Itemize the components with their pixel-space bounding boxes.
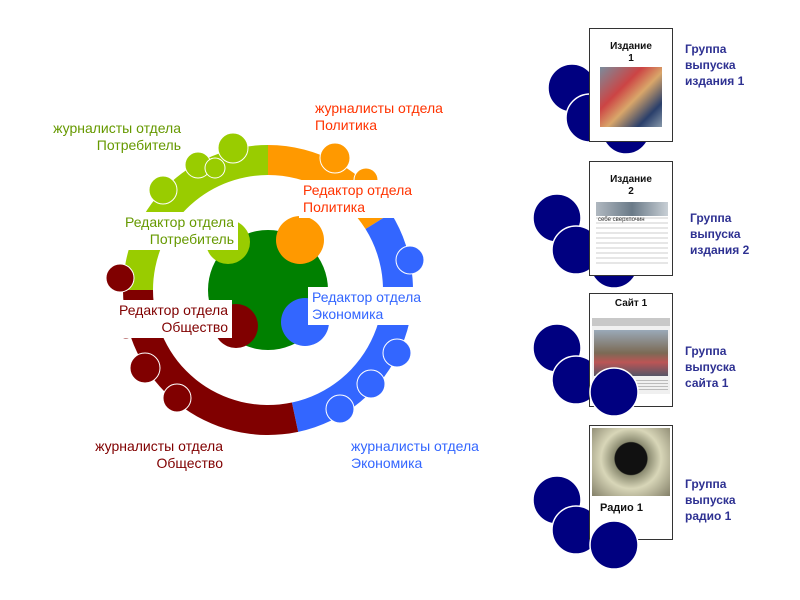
journalist-circle [204, 157, 226, 179]
label-editor-obshchestvo: Редактор отдела Общество [90, 300, 232, 338]
journalist-circle [395, 245, 425, 275]
journalist-circle [105, 263, 135, 293]
website-screenshot [592, 318, 670, 394]
journalist-circle [162, 383, 192, 413]
card-title: Сайт 1 [614, 298, 648, 309]
journalist-circle [148, 175, 178, 205]
journalist-circle [382, 338, 412, 368]
microphone-photo [592, 428, 670, 496]
label-journalists-obshchestvo: журналисты отдела Общество [95, 438, 223, 471]
journalist-circle [217, 132, 249, 164]
journalist-circle [356, 369, 386, 399]
label-editor-ekonomika: Редактор отдела Экономика [308, 287, 426, 325]
journalist-circle [319, 142, 351, 174]
journalist-circle [129, 352, 161, 384]
label-editor-potrebitel: Редактор отдела Потребитель [96, 212, 238, 250]
label-journalists-ekonomika: журналисты отдела Экономика [351, 438, 479, 471]
label-journalists-politika: журналисты отдела Политика [315, 100, 443, 133]
label-journalists-potrebitel: журналисты отдела Потребитель [53, 120, 181, 153]
card-title: Радио 1 [600, 502, 643, 514]
newspaper-snippet: себе сверхпочин [598, 217, 645, 223]
label-editor-politika: Редактор отдела Политика [299, 180, 417, 218]
newspaper-photo [600, 67, 662, 127]
editor-circle-politika [276, 216, 324, 264]
newspaper-page: себе сверхпочин [596, 202, 668, 264]
card-sait-1: Сайт 1 [589, 293, 673, 407]
journalist-circle [325, 394, 355, 424]
card-radio-1: Радио 1 [589, 425, 673, 540]
